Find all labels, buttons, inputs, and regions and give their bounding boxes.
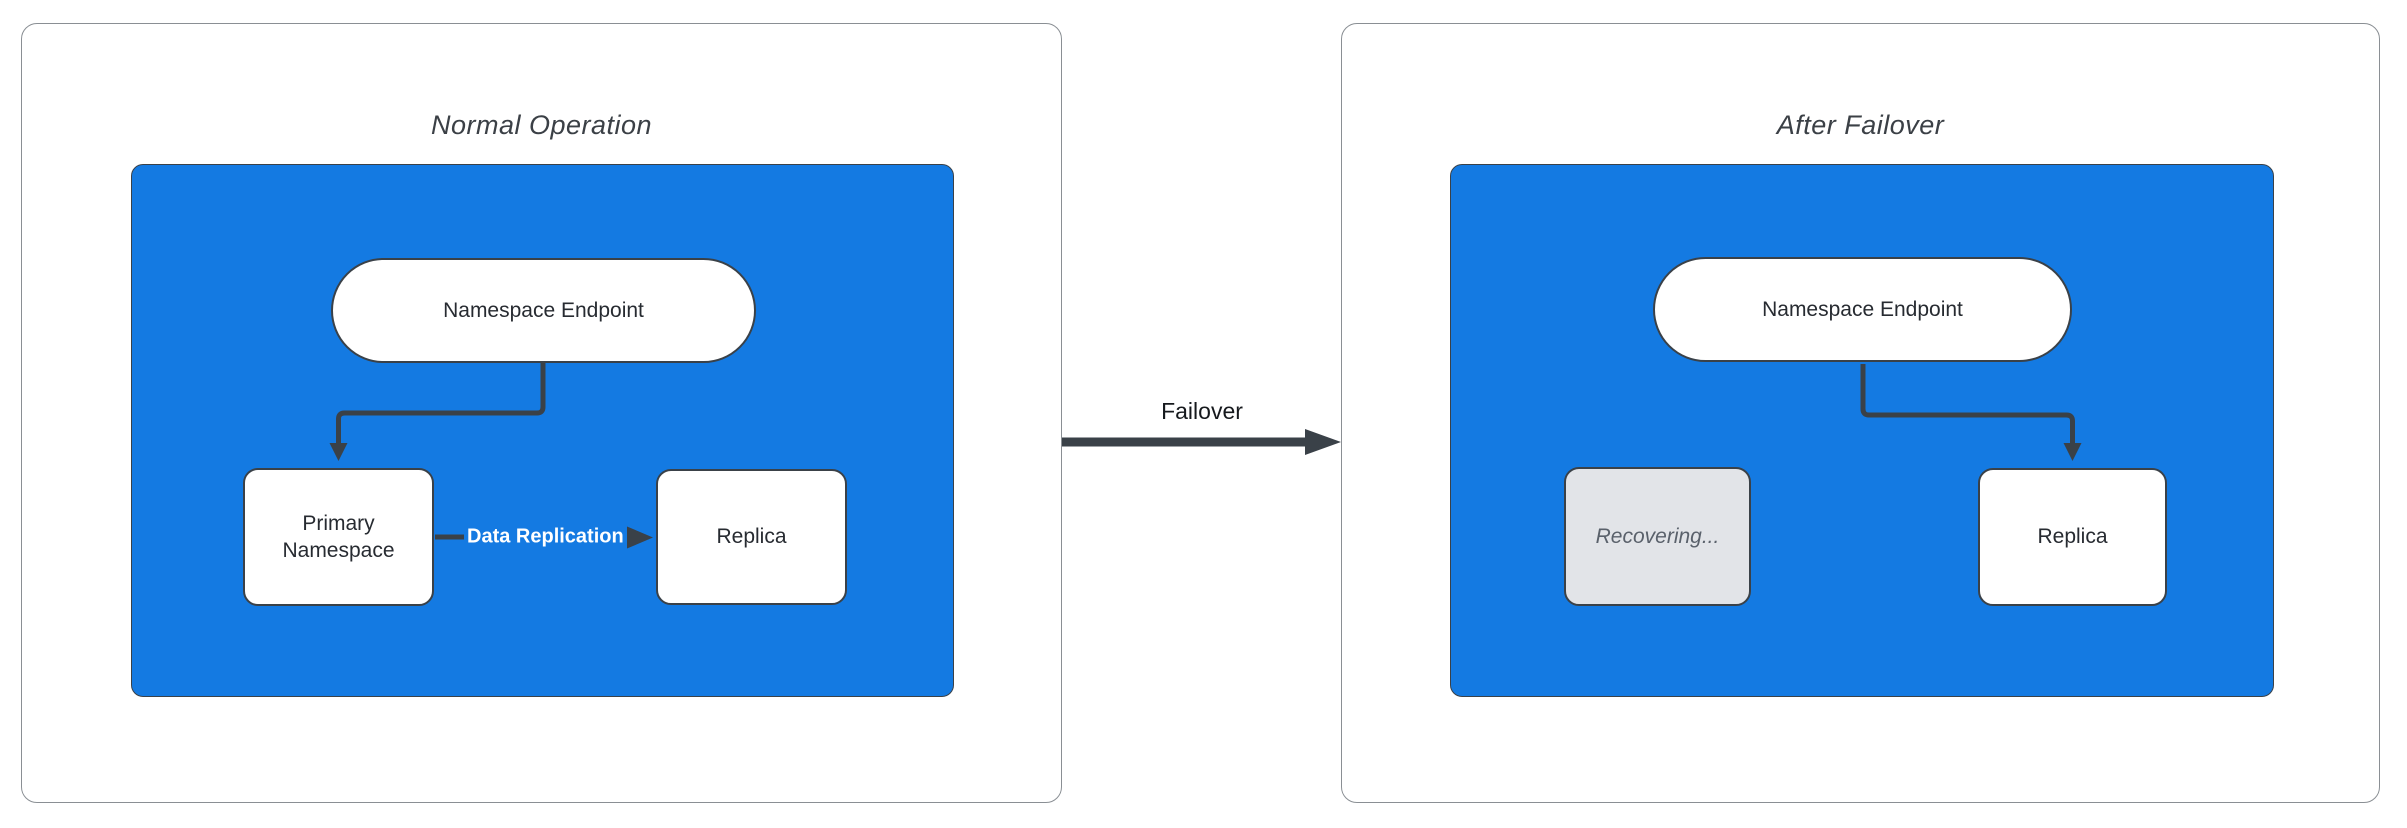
arrow-endpoint-to-primary [329,363,546,461]
failover-arrow [1062,429,1341,455]
node-replica-normal-label: Replica [716,525,787,549]
node-recovering: Recovering... [1564,467,1751,606]
node-namespace-endpoint-failover: Namespace Endpoint [1653,257,2072,362]
node-recovering-label: Recovering... [1595,524,1720,548]
node-replica-failover-label: Replica [2037,525,2108,549]
data-replication-line [435,534,464,540]
node-primary-namespace-label: Primary Namespace [282,511,395,562]
node-replica-failover: Replica [1978,468,2167,606]
node-namespace-endpoint-normal-label: Namespace Endpoint [443,298,644,322]
node-namespace-endpoint-normal: Namespace Endpoint [331,258,756,363]
panel-title-after-failover: After Failover [1776,110,1945,140]
data-replication-arrowhead-icon [626,526,653,548]
cluster-container-normal: Namespace Endpoint Primary Namespace Dat… [131,164,954,697]
node-primary-namespace: Primary Namespace [243,468,434,606]
node-namespace-endpoint-failover-label: Namespace Endpoint [1762,297,1963,321]
arrow-data-replication: Data Replication [435,526,653,549]
failover-label: Failover [1161,398,1243,424]
data-replication-label: Data Replication [467,525,624,548]
node-replica-normal: Replica [656,469,847,605]
panel-title-normal-operation: Normal Operation [430,110,653,140]
arrow-endpoint-to-replica [1860,364,2082,461]
panel-normal-operation: Normal Operation Namespace Endpoint Prim… [21,23,1062,803]
cluster-container-failover: Namespace Endpoint Recovering... Replica [1450,164,2274,697]
panel-after-failover: After Failover Namespace Endpoint Recove… [1341,23,2380,803]
